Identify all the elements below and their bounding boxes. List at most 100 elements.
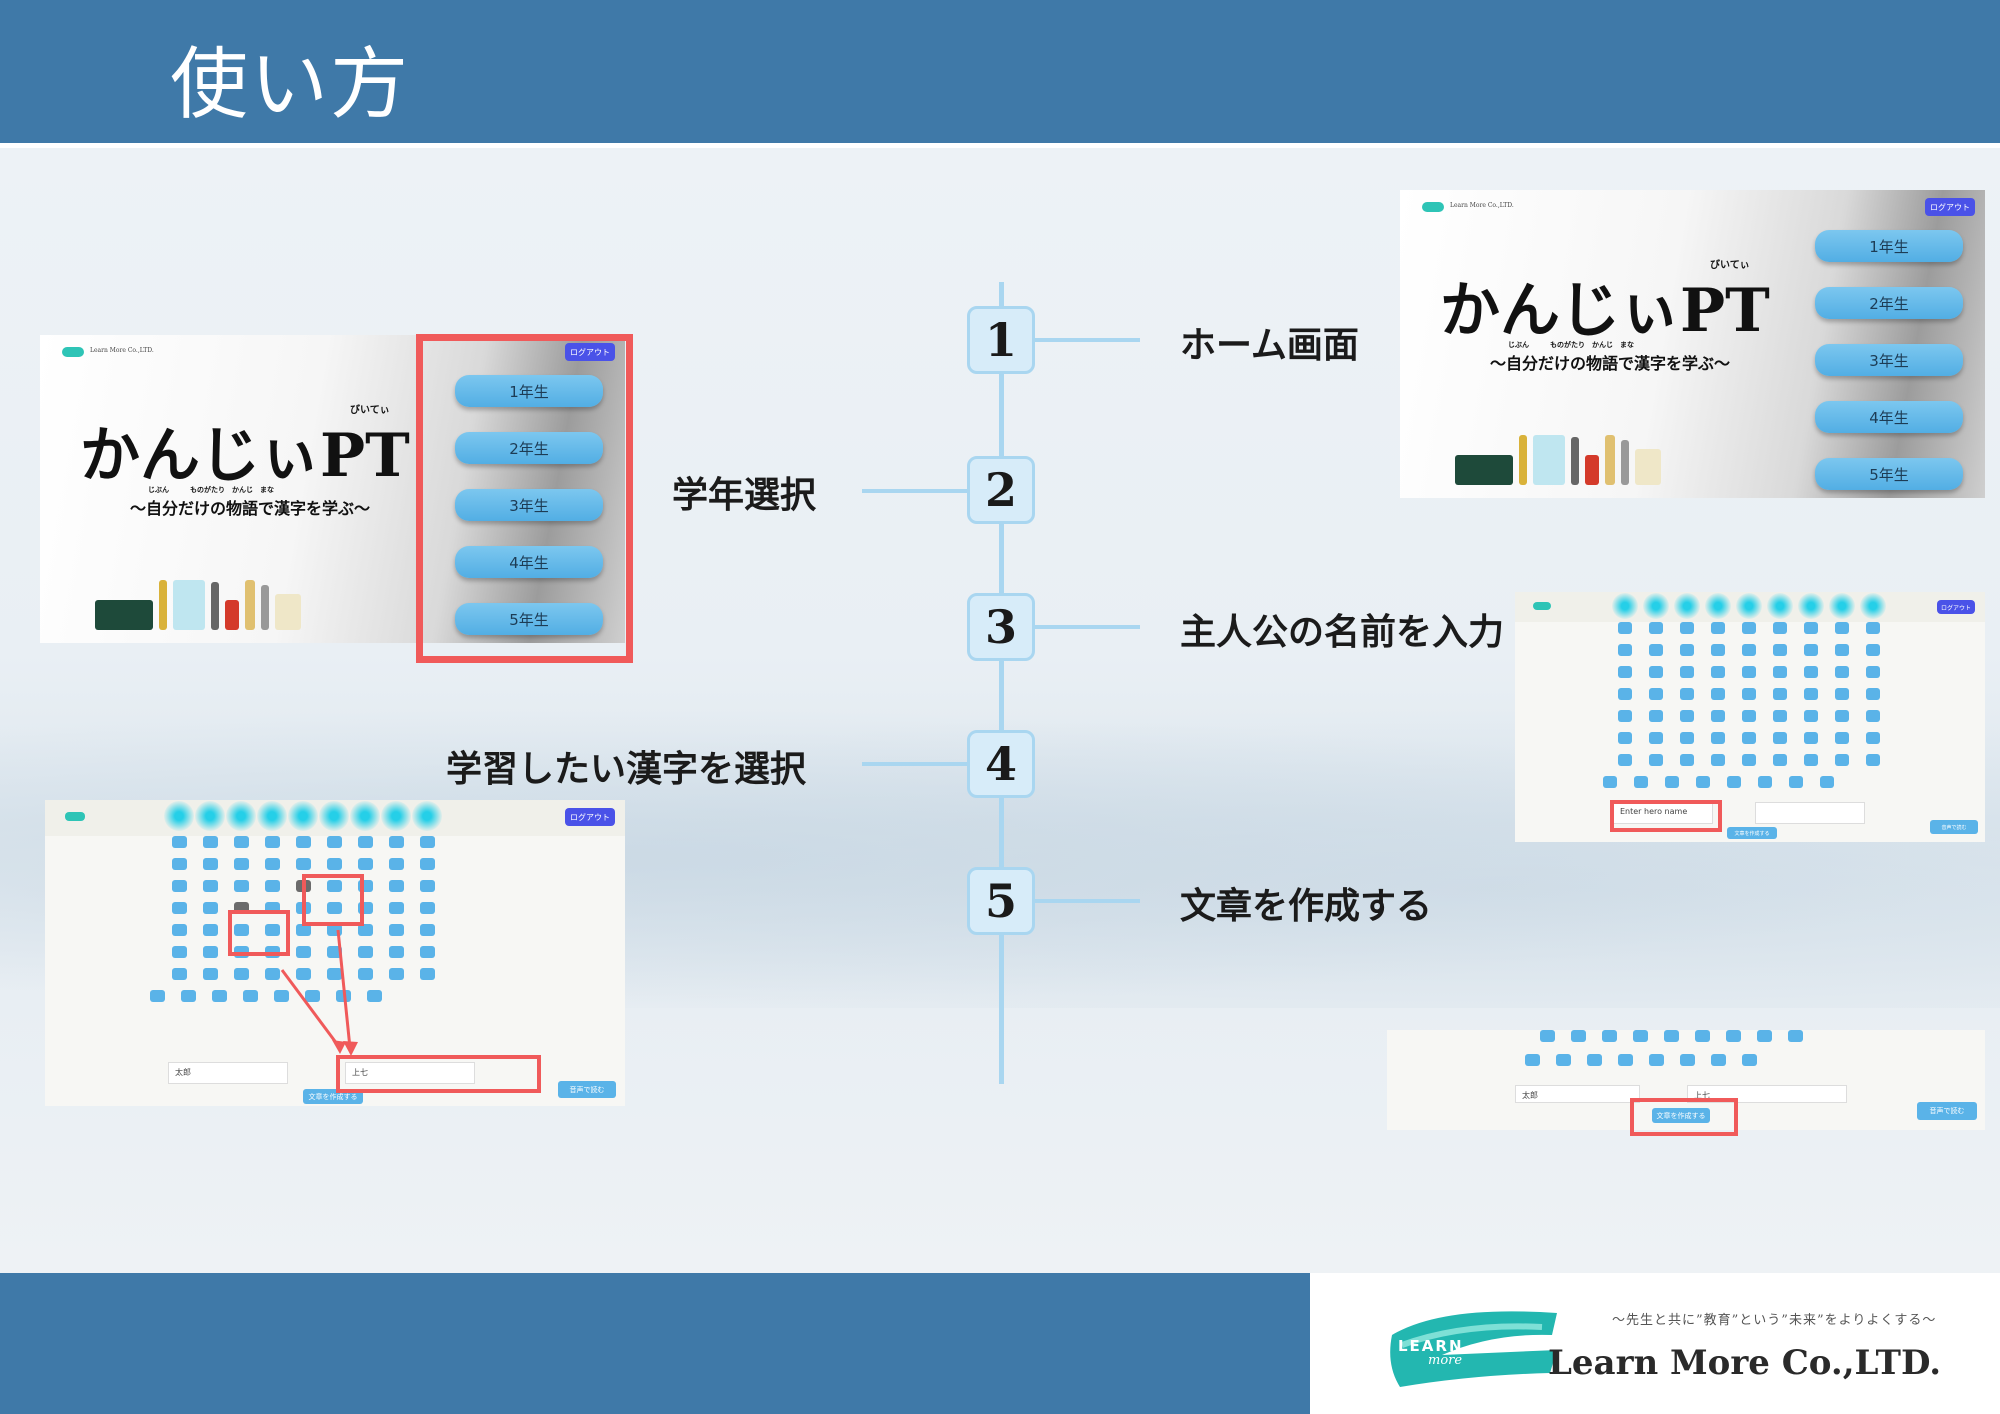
kanji-button[interactable] bbox=[1649, 710, 1663, 722]
kanji-button[interactable] bbox=[295, 968, 311, 980]
kanji-button[interactable] bbox=[1711, 644, 1725, 656]
kanji-button[interactable] bbox=[1804, 688, 1818, 700]
kanji-button[interactable] bbox=[1539, 1030, 1555, 1042]
kanji-button[interactable] bbox=[1680, 644, 1694, 656]
kanji-button[interactable] bbox=[326, 902, 342, 914]
kanji-button[interactable] bbox=[1649, 666, 1663, 678]
kanji-button[interactable] bbox=[1835, 732, 1849, 744]
kanji-button[interactable] bbox=[1804, 622, 1818, 634]
kanji-button[interactable] bbox=[1634, 776, 1648, 788]
kanji-button[interactable] bbox=[1555, 1054, 1571, 1066]
kanji-button[interactable] bbox=[1711, 688, 1725, 700]
kanji-button[interactable] bbox=[1756, 1030, 1772, 1042]
kanji-button[interactable] bbox=[1601, 1030, 1617, 1042]
kanji-button[interactable] bbox=[1835, 688, 1849, 700]
read-aloud-button[interactable]: 音声で読む bbox=[1917, 1102, 1977, 1120]
logout-button[interactable]: ログアウト bbox=[1937, 600, 1975, 614]
kanji-button[interactable] bbox=[171, 946, 187, 958]
kanji-button[interactable] bbox=[233, 836, 249, 848]
kanji-button[interactable] bbox=[1866, 710, 1880, 722]
kanji-button[interactable] bbox=[1665, 776, 1679, 788]
kanji-button[interactable] bbox=[419, 902, 435, 914]
kanji-button[interactable] bbox=[357, 968, 373, 980]
kanji-button[interactable] bbox=[171, 968, 187, 980]
kanji-button[interactable] bbox=[1742, 732, 1756, 744]
kanji-button[interactable] bbox=[388, 858, 404, 870]
kanji-button[interactable] bbox=[1663, 1030, 1679, 1042]
kanji-button[interactable] bbox=[1680, 666, 1694, 678]
kanji-button[interactable] bbox=[1758, 776, 1772, 788]
kanji-button[interactable] bbox=[202, 946, 218, 958]
kanji-button[interactable] bbox=[1649, 754, 1663, 766]
kanji-button[interactable] bbox=[1742, 688, 1756, 700]
kanji-button[interactable] bbox=[388, 924, 404, 936]
kanji-button[interactable] bbox=[264, 836, 280, 848]
kanji-selection-field[interactable] bbox=[1755, 802, 1865, 824]
kanji-button[interactable] bbox=[326, 836, 342, 848]
grade-1-button[interactable]: 1年生 bbox=[1815, 230, 1963, 262]
kanji-button[interactable] bbox=[202, 924, 218, 936]
kanji-button[interactable] bbox=[419, 836, 435, 848]
logout-button[interactable]: ログアウト bbox=[1925, 198, 1975, 216]
kanji-button[interactable] bbox=[357, 946, 373, 958]
kanji-button[interactable] bbox=[295, 858, 311, 870]
kanji-button[interactable] bbox=[1804, 666, 1818, 678]
kanji-button[interactable] bbox=[1603, 776, 1617, 788]
kanji-button[interactable] bbox=[1618, 644, 1632, 656]
grade-3-button[interactable]: 3年生 bbox=[1815, 344, 1963, 376]
kanji-button[interactable] bbox=[1711, 622, 1725, 634]
kanji-button[interactable] bbox=[419, 946, 435, 958]
kanji-button[interactable] bbox=[335, 990, 351, 1002]
kanji-button[interactable] bbox=[1773, 732, 1787, 744]
kanji-button[interactable] bbox=[1773, 688, 1787, 700]
kanji-button[interactable] bbox=[211, 990, 227, 1002]
logout-button[interactable]: ログアウト bbox=[565, 808, 615, 826]
hero-name-field[interactable]: 太郎 bbox=[1515, 1085, 1640, 1103]
kanji-button[interactable] bbox=[1804, 644, 1818, 656]
kanji-button[interactable] bbox=[273, 990, 289, 1002]
kanji-button[interactable] bbox=[1618, 688, 1632, 700]
kanji-button[interactable] bbox=[1773, 622, 1787, 634]
kanji-button[interactable] bbox=[1649, 622, 1663, 634]
kanji-button[interactable] bbox=[1866, 754, 1880, 766]
kanji-button[interactable] bbox=[1680, 622, 1694, 634]
grade-4-button[interactable]: 4年生 bbox=[1815, 401, 1963, 433]
kanji-button[interactable] bbox=[1618, 732, 1632, 744]
grade-5-button[interactable]: 5年生 bbox=[1815, 458, 1963, 490]
kanji-button[interactable] bbox=[1649, 688, 1663, 700]
kanji-button[interactable] bbox=[1711, 732, 1725, 744]
create-sentence-button[interactable]: 文章を作成する bbox=[1652, 1108, 1710, 1123]
kanji-button[interactable] bbox=[171, 836, 187, 848]
kanji-button[interactable] bbox=[1680, 688, 1694, 700]
kanji-button[interactable] bbox=[388, 880, 404, 892]
kanji-button[interactable] bbox=[1866, 666, 1880, 678]
kanji-button[interactable] bbox=[419, 968, 435, 980]
kanji-button[interactable] bbox=[1725, 1030, 1741, 1042]
kanji-button[interactable] bbox=[171, 858, 187, 870]
kanji-button[interactable] bbox=[1835, 710, 1849, 722]
kanji-button[interactable] bbox=[295, 946, 311, 958]
kanji-button[interactable] bbox=[1835, 666, 1849, 678]
kanji-button[interactable] bbox=[1804, 732, 1818, 744]
kanji-button[interactable] bbox=[326, 880, 342, 892]
kanji-button[interactable] bbox=[419, 858, 435, 870]
kanji-button[interactable] bbox=[1570, 1030, 1586, 1042]
hero-name-field[interactable]: 太郎 bbox=[168, 1062, 288, 1084]
kanji-button[interactable] bbox=[1789, 776, 1803, 788]
kanji-button[interactable] bbox=[1711, 754, 1725, 766]
kanji-button[interactable] bbox=[419, 880, 435, 892]
kanji-button[interactable] bbox=[1696, 776, 1710, 788]
kanji-button[interactable] bbox=[357, 924, 373, 936]
kanji-button[interactable] bbox=[1866, 644, 1880, 656]
kanji-button[interactable] bbox=[264, 880, 280, 892]
kanji-button[interactable] bbox=[1741, 1054, 1757, 1066]
kanji-button[interactable] bbox=[171, 924, 187, 936]
kanji-button[interactable] bbox=[1710, 1054, 1726, 1066]
grade-3-button[interactable]: 3年生 bbox=[455, 489, 603, 521]
kanji-button[interactable] bbox=[1742, 666, 1756, 678]
kanji-button[interactable] bbox=[1742, 710, 1756, 722]
kanji-button[interactable] bbox=[202, 836, 218, 848]
kanji-button[interactable] bbox=[388, 836, 404, 848]
kanji-button[interactable] bbox=[202, 880, 218, 892]
kanji-button[interactable] bbox=[1820, 776, 1834, 788]
